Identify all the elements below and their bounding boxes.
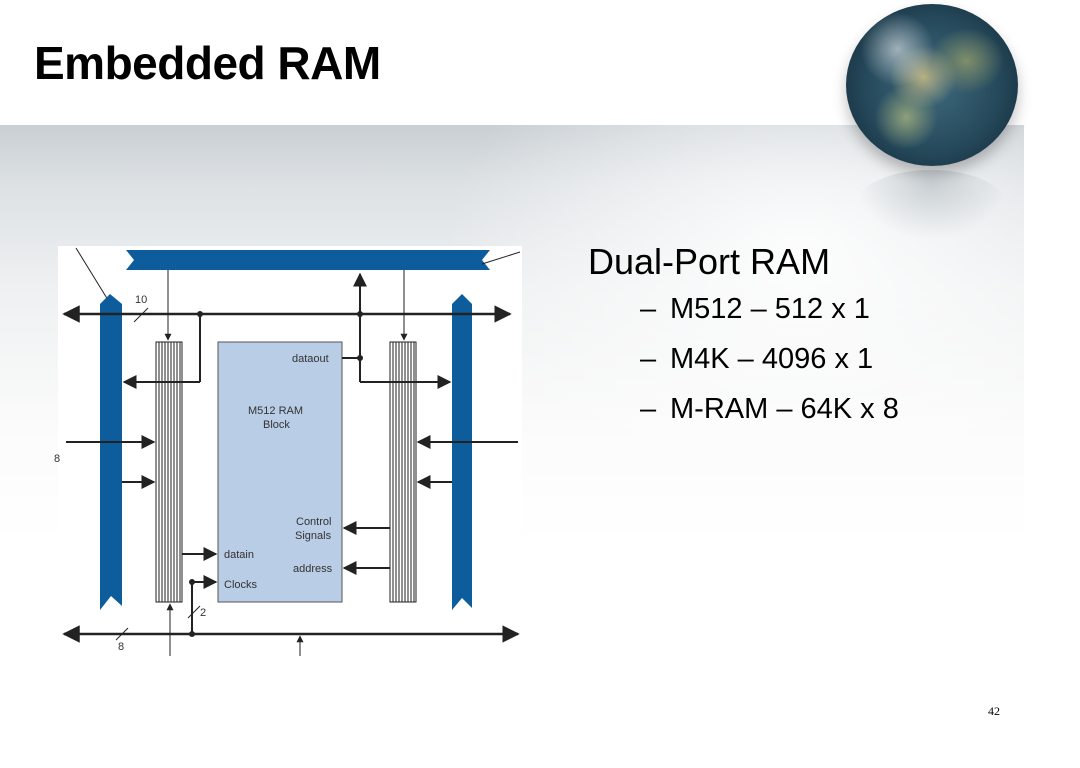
control-signals-line1: Control	[296, 516, 331, 528]
sub-bullet-text: M-RAM – 64K x 8	[670, 393, 899, 425]
clocks-junction	[189, 579, 195, 585]
sub-bullet-list: – M512 – 512 x 1 – M4K – 4096 x 1 – M-RA…	[588, 284, 1008, 434]
sub-bullet-dash: –	[640, 343, 657, 375]
bullet-dual-port-ram: Dual-Port RAM	[588, 241, 831, 282]
page-number: 42	[988, 704, 1000, 718]
clock-width-label: 2	[200, 607, 206, 619]
sub-bullet-m-ram: – M-RAM – 64K x 8	[588, 384, 1008, 434]
bus-width-bottom-label: 8	[118, 641, 124, 653]
dataout-label: dataout	[292, 353, 329, 365]
datain-label: datain	[224, 549, 254, 561]
bus-width-top-label: 10	[135, 294, 147, 306]
sub-bullet-m4k: – M4K – 4096 x 1	[588, 334, 1008, 384]
sub-bullet-dash: –	[640, 293, 657, 325]
dataout-junction	[357, 355, 363, 361]
sub-bullet-text: M512 – 512 x 1	[670, 293, 870, 325]
sub-bullet-dash: –	[640, 393, 657, 425]
top-bus	[126, 250, 490, 270]
sub-bullet-m512: – M512 – 512 x 1	[588, 284, 1008, 334]
block-name-line1: M512 RAM	[248, 405, 303, 417]
top-wire-junction-right	[357, 311, 363, 317]
left-vertical-bus	[100, 294, 122, 610]
right-mux-stripes	[392, 342, 415, 602]
slide-title: Embedded RAM	[34, 37, 381, 89]
top-wire-junction-left	[197, 311, 203, 317]
top-right-pointer	[481, 251, 521, 265]
bus-slash-top	[133, 307, 149, 323]
left-mux-stripes	[158, 342, 181, 602]
sub-bullet-text: M4K – 4096 x 1	[670, 343, 874, 375]
clock-slash	[187, 605, 201, 619]
block-name-line2: Block	[263, 419, 290, 431]
clocks-label: Clocks	[224, 579, 258, 591]
control-signals-line2: Signals	[295, 530, 332, 542]
diagram-svg: 10 8 8 2	[54, 247, 521, 656]
right-routing-mux	[389, 341, 417, 603]
m512-ram-block	[217, 341, 343, 603]
bottom-wire-junction	[189, 631, 195, 637]
address-label: address	[293, 563, 333, 575]
left-routing-mux	[155, 341, 183, 603]
left-edge-label: 8	[54, 453, 60, 465]
globe-reflection	[856, 170, 1006, 240]
slide: Embedded RAM	[0, 4, 1080, 768]
embedded-ram-diagram: 10 8 8 2	[54, 246, 522, 658]
top-left-pointer	[75, 247, 109, 301]
right-vertical-bus	[452, 294, 472, 610]
bus-slash-bottom	[115, 627, 129, 641]
bullet-list: Dual-Port RAM – M512 – 512 x 1 – M4K – 4…	[588, 240, 1008, 434]
globe-icon	[846, 4, 1018, 166]
